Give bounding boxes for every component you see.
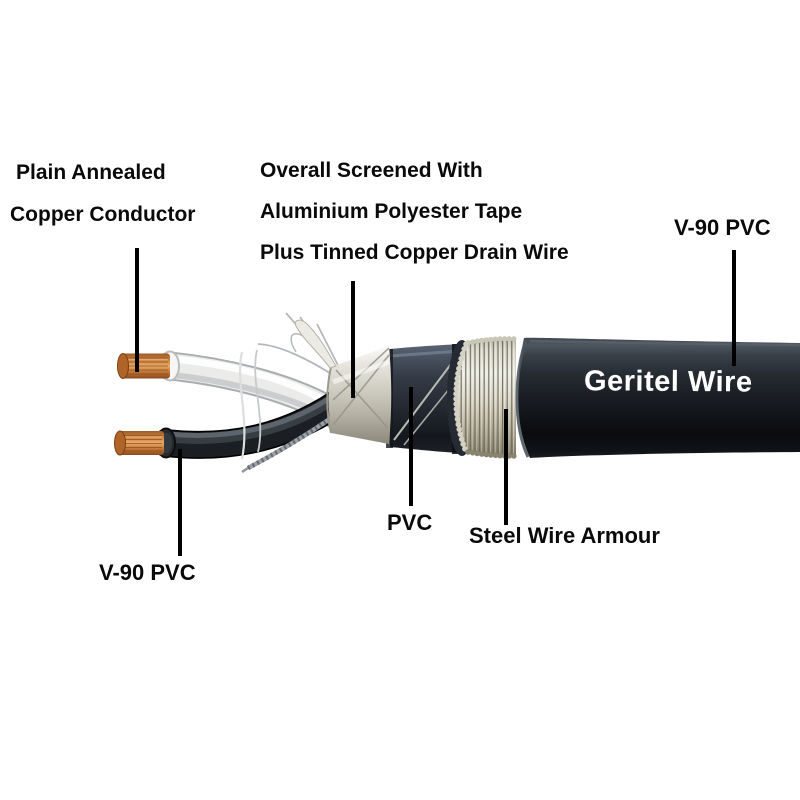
- label-copper-conductor: Plain Annealed Copper Conductor: [10, 152, 195, 236]
- sheath-end-ring: [515, 339, 530, 458]
- outer-sheath: [515, 337, 800, 458]
- steel-wire-armour: [453, 336, 518, 459]
- tape-flap: [294, 319, 337, 369]
- label-text: Overall Screened With: [260, 159, 483, 182]
- copper-conductor-bottom: [114, 430, 164, 456]
- label-overall-screen: Overall Screened With Aluminium Polyeste…: [260, 150, 569, 273]
- label-steel-wire-armour: Steel Wire Armour: [469, 523, 660, 548]
- label-text: Copper Conductor: [10, 203, 196, 226]
- label-pvc-bedding: PVC: [387, 510, 433, 535]
- label-text: Plus Tinned Copper Drain Wire: [260, 241, 569, 264]
- label-core-insulation: V-90 PVC: [99, 560, 196, 585]
- copper-conductor-top: [117, 353, 170, 379]
- binder-strings: [238, 349, 262, 460]
- label-text: Aluminium Polyester Tape: [260, 200, 523, 223]
- aluminium-tape: [294, 319, 392, 444]
- label-outer-sheath: V-90 PVC: [674, 215, 771, 240]
- label-text: Plain Annealed: [16, 161, 166, 184]
- brand-text: Geritel Wire: [583, 365, 753, 399]
- leader-lines: [135, 248, 736, 556]
